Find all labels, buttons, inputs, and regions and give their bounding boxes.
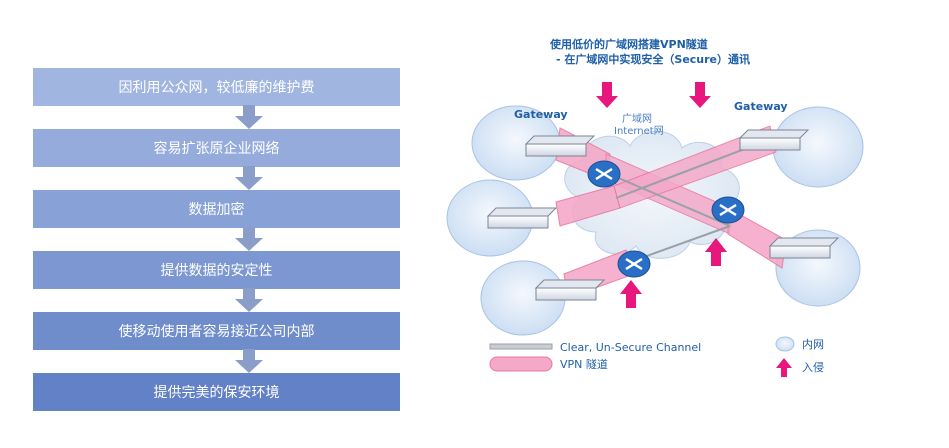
gateway-label-right: Gateway xyxy=(734,100,788,113)
header-line-1: 使用低价的广域网搭建VPN隧道 xyxy=(549,37,708,51)
step-6: 提供完美的保安环境 xyxy=(33,373,400,411)
step-label: 提供数据的安定性 xyxy=(160,263,273,279)
router-icon xyxy=(617,250,651,278)
gateway-device-top-left xyxy=(524,135,596,157)
legend-intrusion: 入侵 xyxy=(802,361,824,374)
intrusion-arrow-icon xyxy=(620,280,642,308)
gateway-device-bottom-left xyxy=(534,279,606,301)
intrusion-arrow-icon xyxy=(705,238,727,266)
step-label: 因利用公众网，较低廉的维护费 xyxy=(118,80,315,96)
router-icon xyxy=(711,196,745,224)
step-4: 提供数据的安定性 xyxy=(33,251,400,289)
gateway-device-bottom-right xyxy=(768,237,840,259)
vpn-network-illustration: 使用低价的广域网搭建VPN隧道 - 在广域网中实现安全（Secure）通讯 xyxy=(446,37,864,377)
legend: Clear, Un-Secure Channel VPN 隧道 内网 入侵 xyxy=(489,336,824,377)
down-arrow-icon xyxy=(235,349,263,373)
step-label: 使移动使用者容易接近公司内部 xyxy=(118,324,315,340)
legend-clear-channel: Clear, Un-Secure Channel xyxy=(560,341,701,354)
header-line-2: - 在广域网中实现安全（Secure）通讯 xyxy=(556,52,750,66)
clear-channel-swatch xyxy=(489,343,553,350)
step-3: 数据加密 xyxy=(33,190,400,228)
down-arrow-icon xyxy=(235,105,263,129)
step-label: 数据加密 xyxy=(188,202,245,218)
step-2: 容易扩张原企业网络 xyxy=(33,129,400,167)
step-5: 使移动使用者容易接近公司内部 xyxy=(33,312,400,350)
down-arrow-icon xyxy=(235,166,263,190)
intrusion-arrow-icon xyxy=(596,82,618,108)
intrusion-arrow-icon xyxy=(776,358,792,377)
gateway-device-top-right xyxy=(738,129,810,151)
wan-label-line-2: Internet网 xyxy=(614,125,664,137)
step-1: 因利用公众网，较低廉的维护费 xyxy=(33,68,400,106)
step-label: 提供完美的保安环境 xyxy=(153,385,280,401)
vpn-diagram: 使用低价的广域网搭建VPN隧道 - 在广域网中实现安全（Secure）通讯 xyxy=(430,30,949,444)
router-icon xyxy=(587,160,621,188)
down-arrow-icon xyxy=(235,227,263,251)
intranet-swatch xyxy=(775,336,795,352)
step-label: 容易扩张原企业网络 xyxy=(153,141,280,157)
vpn-tunnel-swatch xyxy=(489,356,553,372)
gateway-label-left: Gateway xyxy=(514,108,568,121)
gateway-device-mid-left xyxy=(486,207,558,229)
legend-vpn-tunnel: VPN 隧道 xyxy=(560,357,608,371)
down-arrow-icon xyxy=(235,288,263,312)
intrusion-arrow-icon xyxy=(689,82,711,108)
legend-intranet: 内网 xyxy=(802,337,824,351)
wan-label-line-1: 广域网 xyxy=(622,112,652,125)
